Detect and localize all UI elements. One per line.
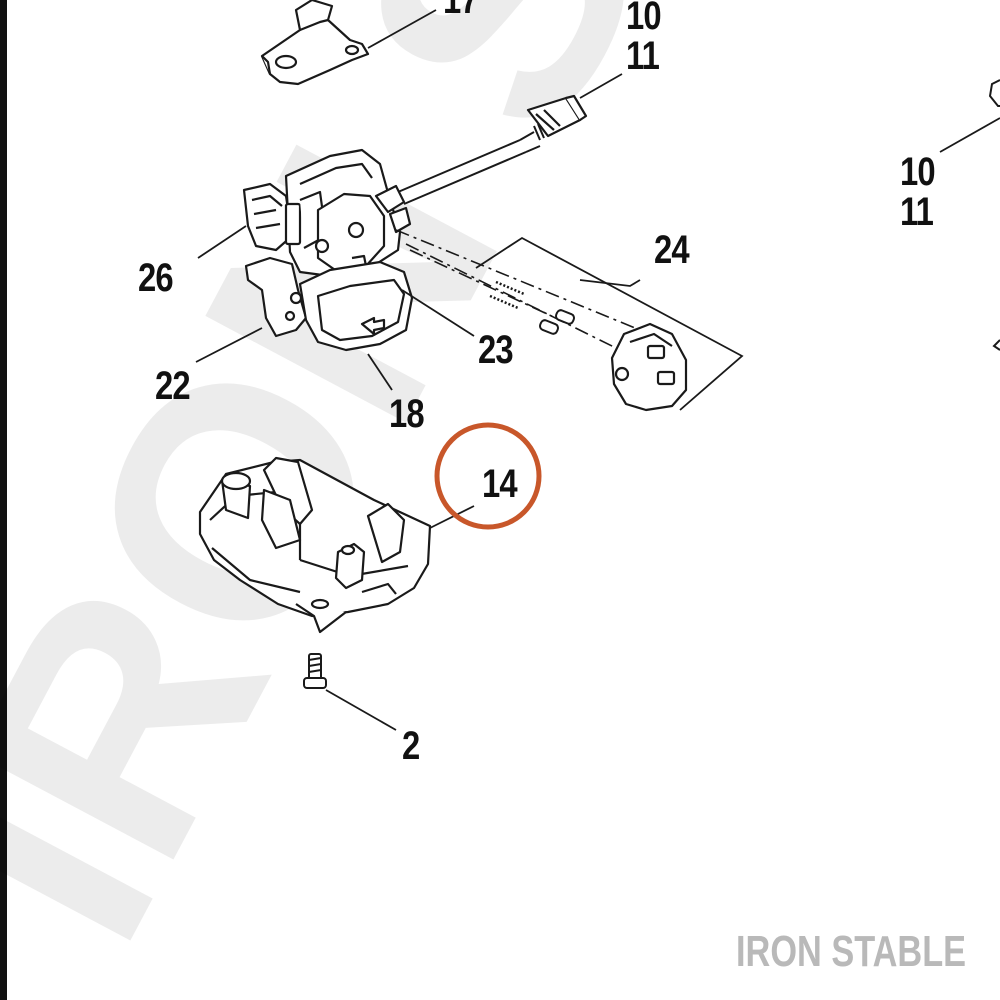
callout-18: 18: [389, 392, 425, 436]
assembly-guide-lines: [395, 229, 641, 351]
highlight-circle-14: [434, 422, 542, 530]
brand-label: IRON STABLE: [736, 927, 967, 976]
callout-23: 23: [478, 328, 514, 372]
callout-10-right: 10: [900, 150, 936, 194]
callout-14: 14: [482, 462, 518, 506]
callout-22: 22: [155, 364, 191, 408]
part-24-cap: [610, 322, 688, 412]
callout-11-top: 11: [626, 34, 660, 78]
leader-lines: [195, 9, 1000, 731]
callout-24: 24: [654, 228, 690, 272]
page-left-border: [0, 0, 7, 1000]
callout-10-top: 10: [626, 0, 662, 38]
part-24-springs: [489, 280, 525, 310]
callout-2: 2: [402, 724, 420, 768]
wire-connector: [526, 94, 588, 138]
part-2-screw: [303, 653, 327, 689]
part-24-pins: [538, 309, 576, 335]
callout-26: 26: [138, 256, 174, 300]
part-17-bracket: [260, 0, 370, 86]
switch-assembly: [242, 148, 414, 352]
callout-17: 17: [443, 0, 479, 22]
part-14-lower-housing: [198, 456, 432, 634]
callout-11-right: 11: [900, 190, 934, 234]
part-cropped-right: [988, 79, 1000, 351]
part-24-bracket-lines: [475, 236, 744, 411]
